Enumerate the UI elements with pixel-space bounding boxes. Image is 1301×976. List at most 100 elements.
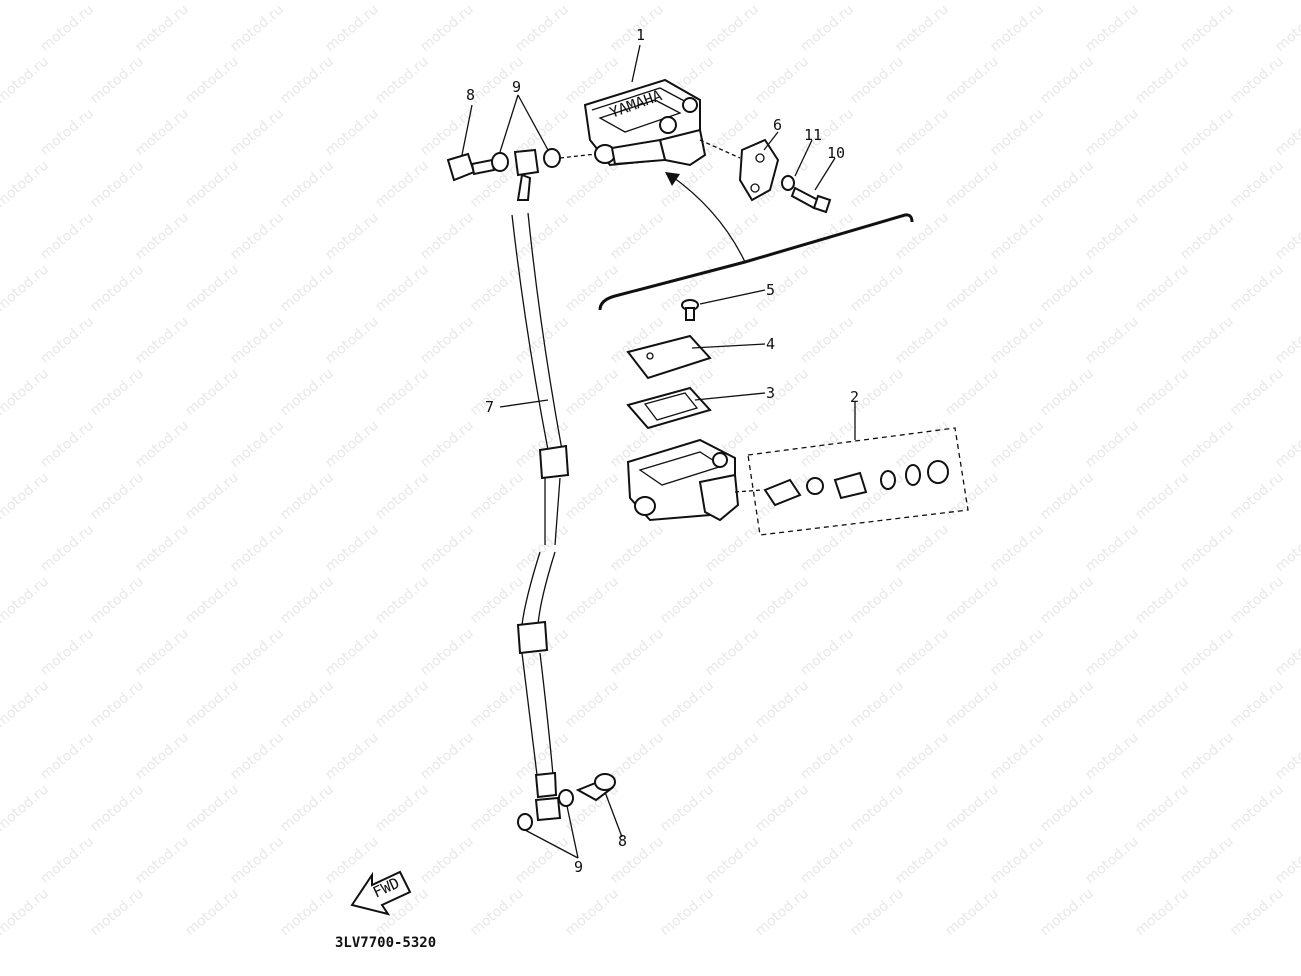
watermark-text: motod.ru [182, 366, 241, 420]
watermark-text: motod.ru [607, 626, 666, 680]
bolt-10 [790, 186, 832, 214]
watermark-text: motod.ru [1272, 730, 1301, 784]
watermark-text: motod.ru [0, 210, 2, 264]
watermark-text: motod.ru [562, 366, 621, 420]
watermark-text: motod.ru [467, 470, 526, 524]
watermark-text: motod.ru [1177, 106, 1236, 160]
callout-3: 3 [766, 384, 775, 402]
watermark-text: motod.ru [562, 470, 621, 524]
watermark-text: motod.ru [752, 54, 811, 108]
watermark-text: motod.ru [847, 54, 906, 108]
watermark-text: motod.ru [847, 886, 906, 940]
watermark-text: motod.ru [322, 106, 381, 160]
watermark-text: motod.ru [512, 210, 571, 264]
watermark-text: motod.ru [182, 262, 241, 316]
watermark-text: motod.ru [322, 2, 381, 56]
watermark-text: motod.ru [132, 314, 191, 368]
watermark-text: motod.ru [0, 886, 52, 940]
watermark-text: motod.ru [322, 626, 381, 680]
watermark-text: motod.ru [1272, 626, 1301, 680]
watermark-text: motod.ru [417, 2, 476, 56]
watermark-text: motod.ru [1082, 522, 1141, 576]
watermark-text: motod.ru [607, 730, 666, 784]
watermark-text: motod.ru [37, 106, 96, 160]
watermark-text: motod.ru [132, 210, 191, 264]
callout-labels: 1 2 3 4 5 6 7 8 9 10 11 8 9 [466, 26, 859, 876]
watermark-text: motod.ru [987, 106, 1046, 160]
watermark-text: motod.ru [87, 678, 146, 732]
watermark-text: motod.ru [1177, 730, 1236, 784]
watermark-text: motod.ru [1272, 522, 1301, 576]
part-code: 3LV7700-5320 [335, 935, 436, 951]
watermark-text: motod.ru [182, 158, 241, 212]
watermark-text: motod.ru [132, 626, 191, 680]
watermark-text: motod.ru [702, 2, 761, 56]
watermark-text: motod.ru [892, 2, 951, 56]
watermark-text: motod.ru [942, 574, 1001, 628]
watermark-text: motod.ru [87, 886, 146, 940]
watermark-text: motod.ru [467, 678, 526, 732]
master-cylinder-assembly: YAMAHA [583, 78, 707, 167]
watermark-text: motod.ru [37, 2, 96, 56]
watermark-text: motod.ru [1037, 158, 1096, 212]
watermark-text: motod.ru [467, 782, 526, 836]
watermark-text: motod.ru [847, 678, 906, 732]
callout-5: 5 [766, 281, 775, 299]
watermark-text: motod.ru [1037, 678, 1096, 732]
washer-top-9a [491, 152, 509, 172]
watermark-text: motod.ru [277, 262, 336, 316]
watermark-text: motod.ru [372, 158, 431, 212]
watermark-text: motod.ru [1082, 210, 1141, 264]
washer-11 [781, 175, 795, 191]
watermark-text: motod.ru [227, 106, 286, 160]
callout-1: 1 [636, 26, 645, 44]
watermark-text: motod.ru [417, 106, 476, 160]
watermark-text: motod.ru [797, 418, 856, 472]
watermark-text: motod.ru [942, 470, 1001, 524]
watermark-text: motod.ru [702, 730, 761, 784]
watermark-text: motod.ru [1037, 574, 1096, 628]
watermark-text: motod.ru [1037, 262, 1096, 316]
watermark-text: motod.ru [702, 314, 761, 368]
callout-4: 4 [766, 335, 775, 353]
watermark-text: motod.ru [417, 314, 476, 368]
watermark-text: motod.ru [657, 678, 716, 732]
watermark-text: motod.ru [1272, 834, 1301, 888]
watermark-text: motod.ru [0, 730, 2, 784]
watermark-text: motod.ru [372, 262, 431, 316]
watermark-text: motod.ru [702, 626, 761, 680]
watermark-text: motod.ru [277, 158, 336, 212]
watermark-text: motod.ru [182, 54, 241, 108]
watermark-text: motod.ru [0, 522, 2, 576]
watermark-text: motod.ru [1082, 834, 1141, 888]
watermark-text: motod.ru [182, 678, 241, 732]
watermark-text: motod.ru [467, 262, 526, 316]
watermark-text: motod.ru [322, 730, 381, 784]
watermark-text: motod.ru [1272, 210, 1301, 264]
watermark-text: motod.ru [0, 834, 2, 888]
watermark-text: motod.ru [797, 834, 856, 888]
watermark-text: motod.ru [562, 262, 621, 316]
watermark-text: motod.ru [1227, 54, 1286, 108]
watermark-text: motod.ru [182, 782, 241, 836]
watermark-text: motod.ru [1132, 158, 1191, 212]
watermark-text: motod.ru [0, 470, 52, 524]
watermark-text: motod.ru [702, 522, 761, 576]
watermark-text: motod.ru [1227, 782, 1286, 836]
watermark-text: motod.ru [87, 54, 146, 108]
callout-10: 10 [827, 144, 845, 162]
watermark-text: motod.ru [702, 210, 761, 264]
watermark-text: motod.ru [562, 678, 621, 732]
watermark-text: motod.ru [1272, 2, 1301, 56]
watermark-text: motod.ru [1177, 314, 1236, 368]
watermark-text: motod.ru [132, 2, 191, 56]
watermark-text: motod.ru [942, 678, 1001, 732]
watermark-text: motod.ru [277, 886, 336, 940]
watermark-text: motod.ru [752, 886, 811, 940]
watermark-text: motod.ru [1227, 678, 1286, 732]
watermark-text: motod.ru [322, 418, 381, 472]
watermark-text: motod.ru [417, 730, 476, 784]
watermark-text: motod.ru [417, 418, 476, 472]
watermark-text: motod.ru [1037, 470, 1096, 524]
